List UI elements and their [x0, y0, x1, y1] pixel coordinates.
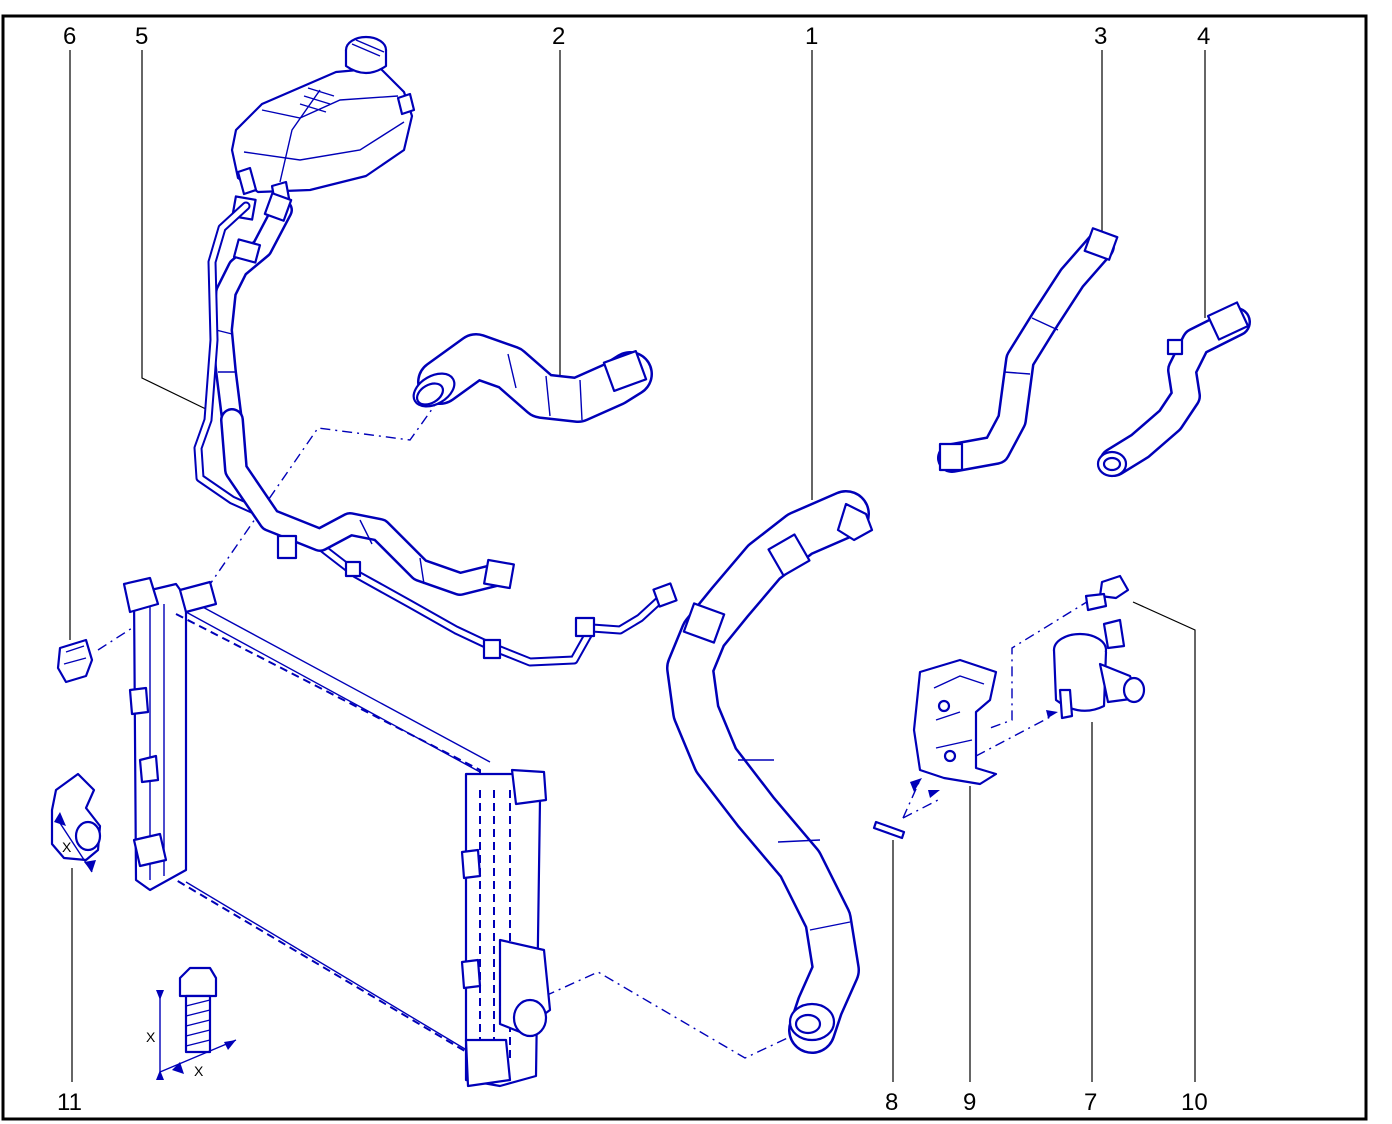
bolt-dimension-detail	[156, 966, 237, 1080]
clip-6	[56, 638, 94, 684]
water-pump-7	[1052, 618, 1146, 720]
callout-1: 1	[805, 23, 818, 50]
callout-5: 5	[135, 23, 148, 50]
callout-9: 9	[963, 1089, 976, 1116]
bolt-x-marker-horizontal: X	[194, 1063, 204, 1079]
bolt-10	[1084, 574, 1130, 612]
leader-lines	[69, 50, 1206, 1082]
callout-6: 6	[63, 23, 76, 50]
callout-11: 11	[57, 1089, 82, 1116]
lower-radiator-hose	[666, 490, 874, 1054]
callout-8: 8	[885, 1089, 898, 1116]
clip-11	[50, 772, 102, 873]
diagram-border	[1, 14, 1368, 1121]
pin-8	[872, 710, 1058, 840]
bracket-9	[912, 658, 998, 786]
callout-10: 10	[1181, 1089, 1208, 1116]
radiator	[122, 576, 552, 1088]
expansion-tank-assembly	[193, 35, 678, 667]
callout-3: 3	[1094, 23, 1107, 50]
hose-3	[937, 227, 1119, 473]
callout-7: 7	[1084, 1089, 1097, 1116]
callout-4: 4	[1197, 23, 1210, 50]
bolt-x-marker-vertical: X	[146, 1029, 156, 1045]
clip-x-marker: X	[62, 839, 72, 855]
upper-radiator-hose	[412, 333, 653, 423]
hose-4	[1096, 301, 1251, 478]
callout-2: 2	[552, 23, 565, 50]
